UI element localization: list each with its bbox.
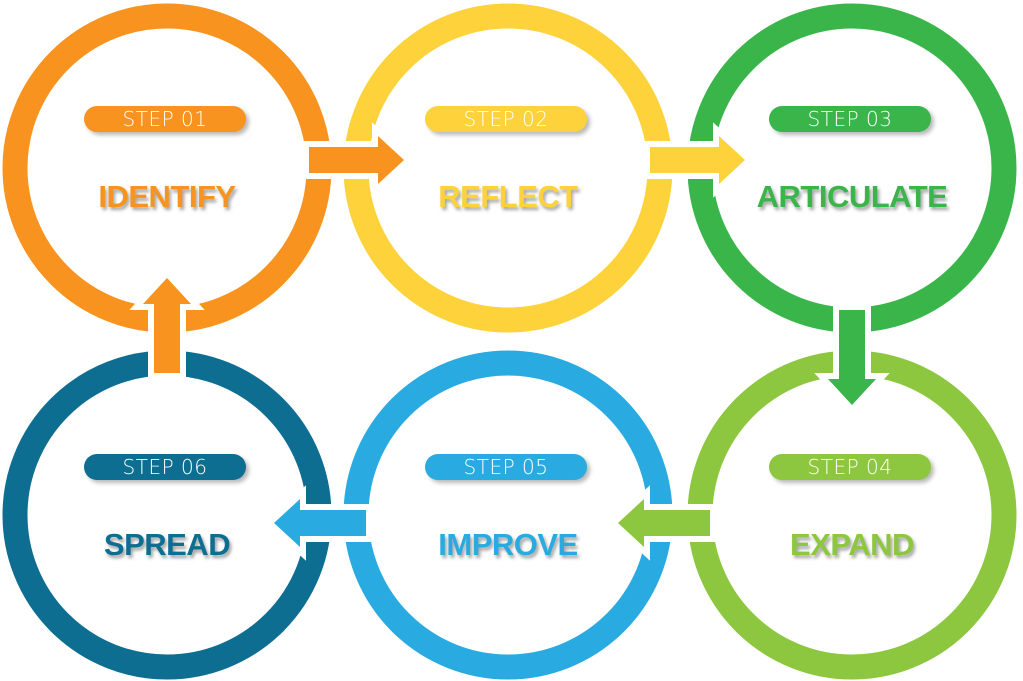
step-badge: STEP 01 <box>84 106 246 132</box>
step-node-reflect: STEP 02 REFLECT <box>343 3 673 333</box>
step-node-spread: STEP 06 SPREAD <box>2 351 332 681</box>
step-title: REFLECT <box>438 179 578 214</box>
step-title: ARTICULATE <box>756 179 948 214</box>
arrow-right-icon <box>650 136 745 184</box>
step-title: SPREAD <box>103 527 231 562</box>
step-badge: STEP 06 <box>84 454 246 480</box>
step-node-articulate: STEP 03 ARTICULATE <box>687 3 1017 333</box>
step-badge: STEP 05 <box>425 454 587 480</box>
step-badge: STEP 03 <box>769 106 931 132</box>
step-title: IMPROVE <box>438 527 578 562</box>
step-badge: STEP 02 <box>425 106 587 132</box>
step-node-improve: STEP 05 IMPROVE <box>343 351 673 681</box>
step-badge: STEP 04 <box>769 454 931 480</box>
step-node-identify: STEP 01 IDENTIFY <box>2 3 332 333</box>
arrow-left-icon <box>274 499 366 547</box>
arrow-left-icon <box>618 499 710 547</box>
step-node-expand: STEP 04 EXPAND <box>687 351 1017 681</box>
arrow-right-icon <box>309 136 404 184</box>
arrow-up-icon <box>143 278 191 373</box>
step-title: EXPAND <box>790 527 914 562</box>
step-title: IDENTIFY <box>98 179 236 214</box>
arrow-down-icon <box>828 310 876 405</box>
